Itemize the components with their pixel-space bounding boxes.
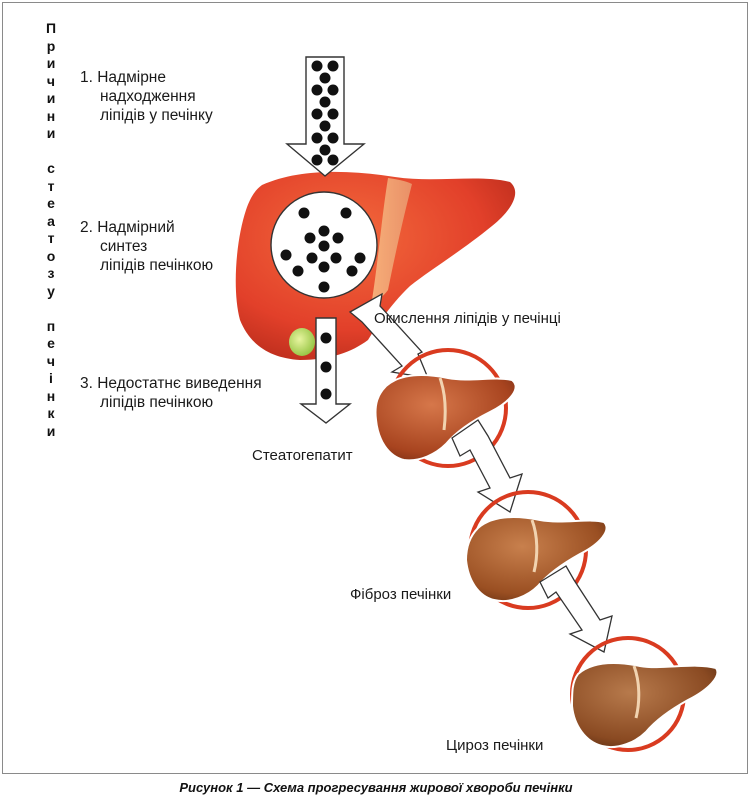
lipid-dot	[292, 265, 304, 277]
lipid-dot	[318, 261, 330, 273]
figure-frame	[2, 2, 748, 774]
lipid-dot	[327, 108, 339, 120]
lipid-dot	[327, 132, 339, 144]
stage-label-cirrhosis: Цироз печінки	[446, 737, 544, 754]
lipid-dot	[327, 154, 339, 166]
lipid-dot	[327, 84, 339, 96]
lipid-dot	[346, 265, 358, 277]
diagram-graphics	[235, 56, 719, 752]
cause-3-label: 3. Недостатнє виведення ліпідів печінкою	[80, 375, 262, 411]
input-arrow	[285, 56, 366, 177]
cause-2-label: 2. Надмірний синтез ліпідів печінкою	[80, 219, 214, 274]
lipid-dot	[320, 332, 332, 344]
lipid-dot	[306, 252, 318, 264]
lipid-dot	[311, 84, 323, 96]
lipid-dot	[298, 207, 310, 219]
liver-lipid-dots	[280, 207, 366, 293]
cause-1-label: 1. Надмірне надходження ліпідів у печінк…	[80, 69, 213, 124]
lipid-dot	[304, 232, 316, 244]
lipid-dot	[319, 96, 331, 108]
lipid-dot	[320, 388, 332, 400]
lipid-dot	[327, 60, 339, 72]
output-arrow-dots	[320, 332, 332, 400]
stage-label-fibrosis: Фіброз печінки	[350, 586, 452, 603]
lipid-dot	[318, 281, 330, 293]
lipid-dot	[311, 108, 323, 120]
lipid-dot	[280, 249, 292, 261]
figure-caption: Рисунок 1 — Схема прогресування жирової …	[179, 780, 573, 795]
lipid-dot	[354, 252, 366, 264]
lipid-dot	[319, 72, 331, 84]
lipid-dot	[311, 154, 323, 166]
lipid-dot	[311, 132, 323, 144]
lipid-dot	[311, 60, 323, 72]
oxidation-label: Окислення ліпідів у печінці	[374, 310, 561, 327]
lipid-dot	[318, 225, 330, 237]
lipid-dot	[330, 252, 342, 264]
progression-arrow-1	[451, 419, 524, 513]
lipid-dot	[319, 120, 331, 132]
lipid-dot	[320, 361, 332, 373]
lipid-dot	[319, 144, 331, 156]
lipid-dot	[340, 207, 352, 219]
fibrosis-liver	[464, 490, 608, 610]
input-arrow-dots	[311, 60, 339, 166]
lipid-dot	[318, 240, 330, 252]
stage-label-steatohepatitis: Стеатогепатит	[252, 447, 353, 464]
oxidation-arrow	[348, 292, 430, 379]
cirrhosis-liver	[570, 636, 719, 752]
steatohepatitis-liver	[374, 348, 517, 468]
progression-arrow-2	[539, 565, 613, 653]
lipid-dot	[332, 232, 344, 244]
